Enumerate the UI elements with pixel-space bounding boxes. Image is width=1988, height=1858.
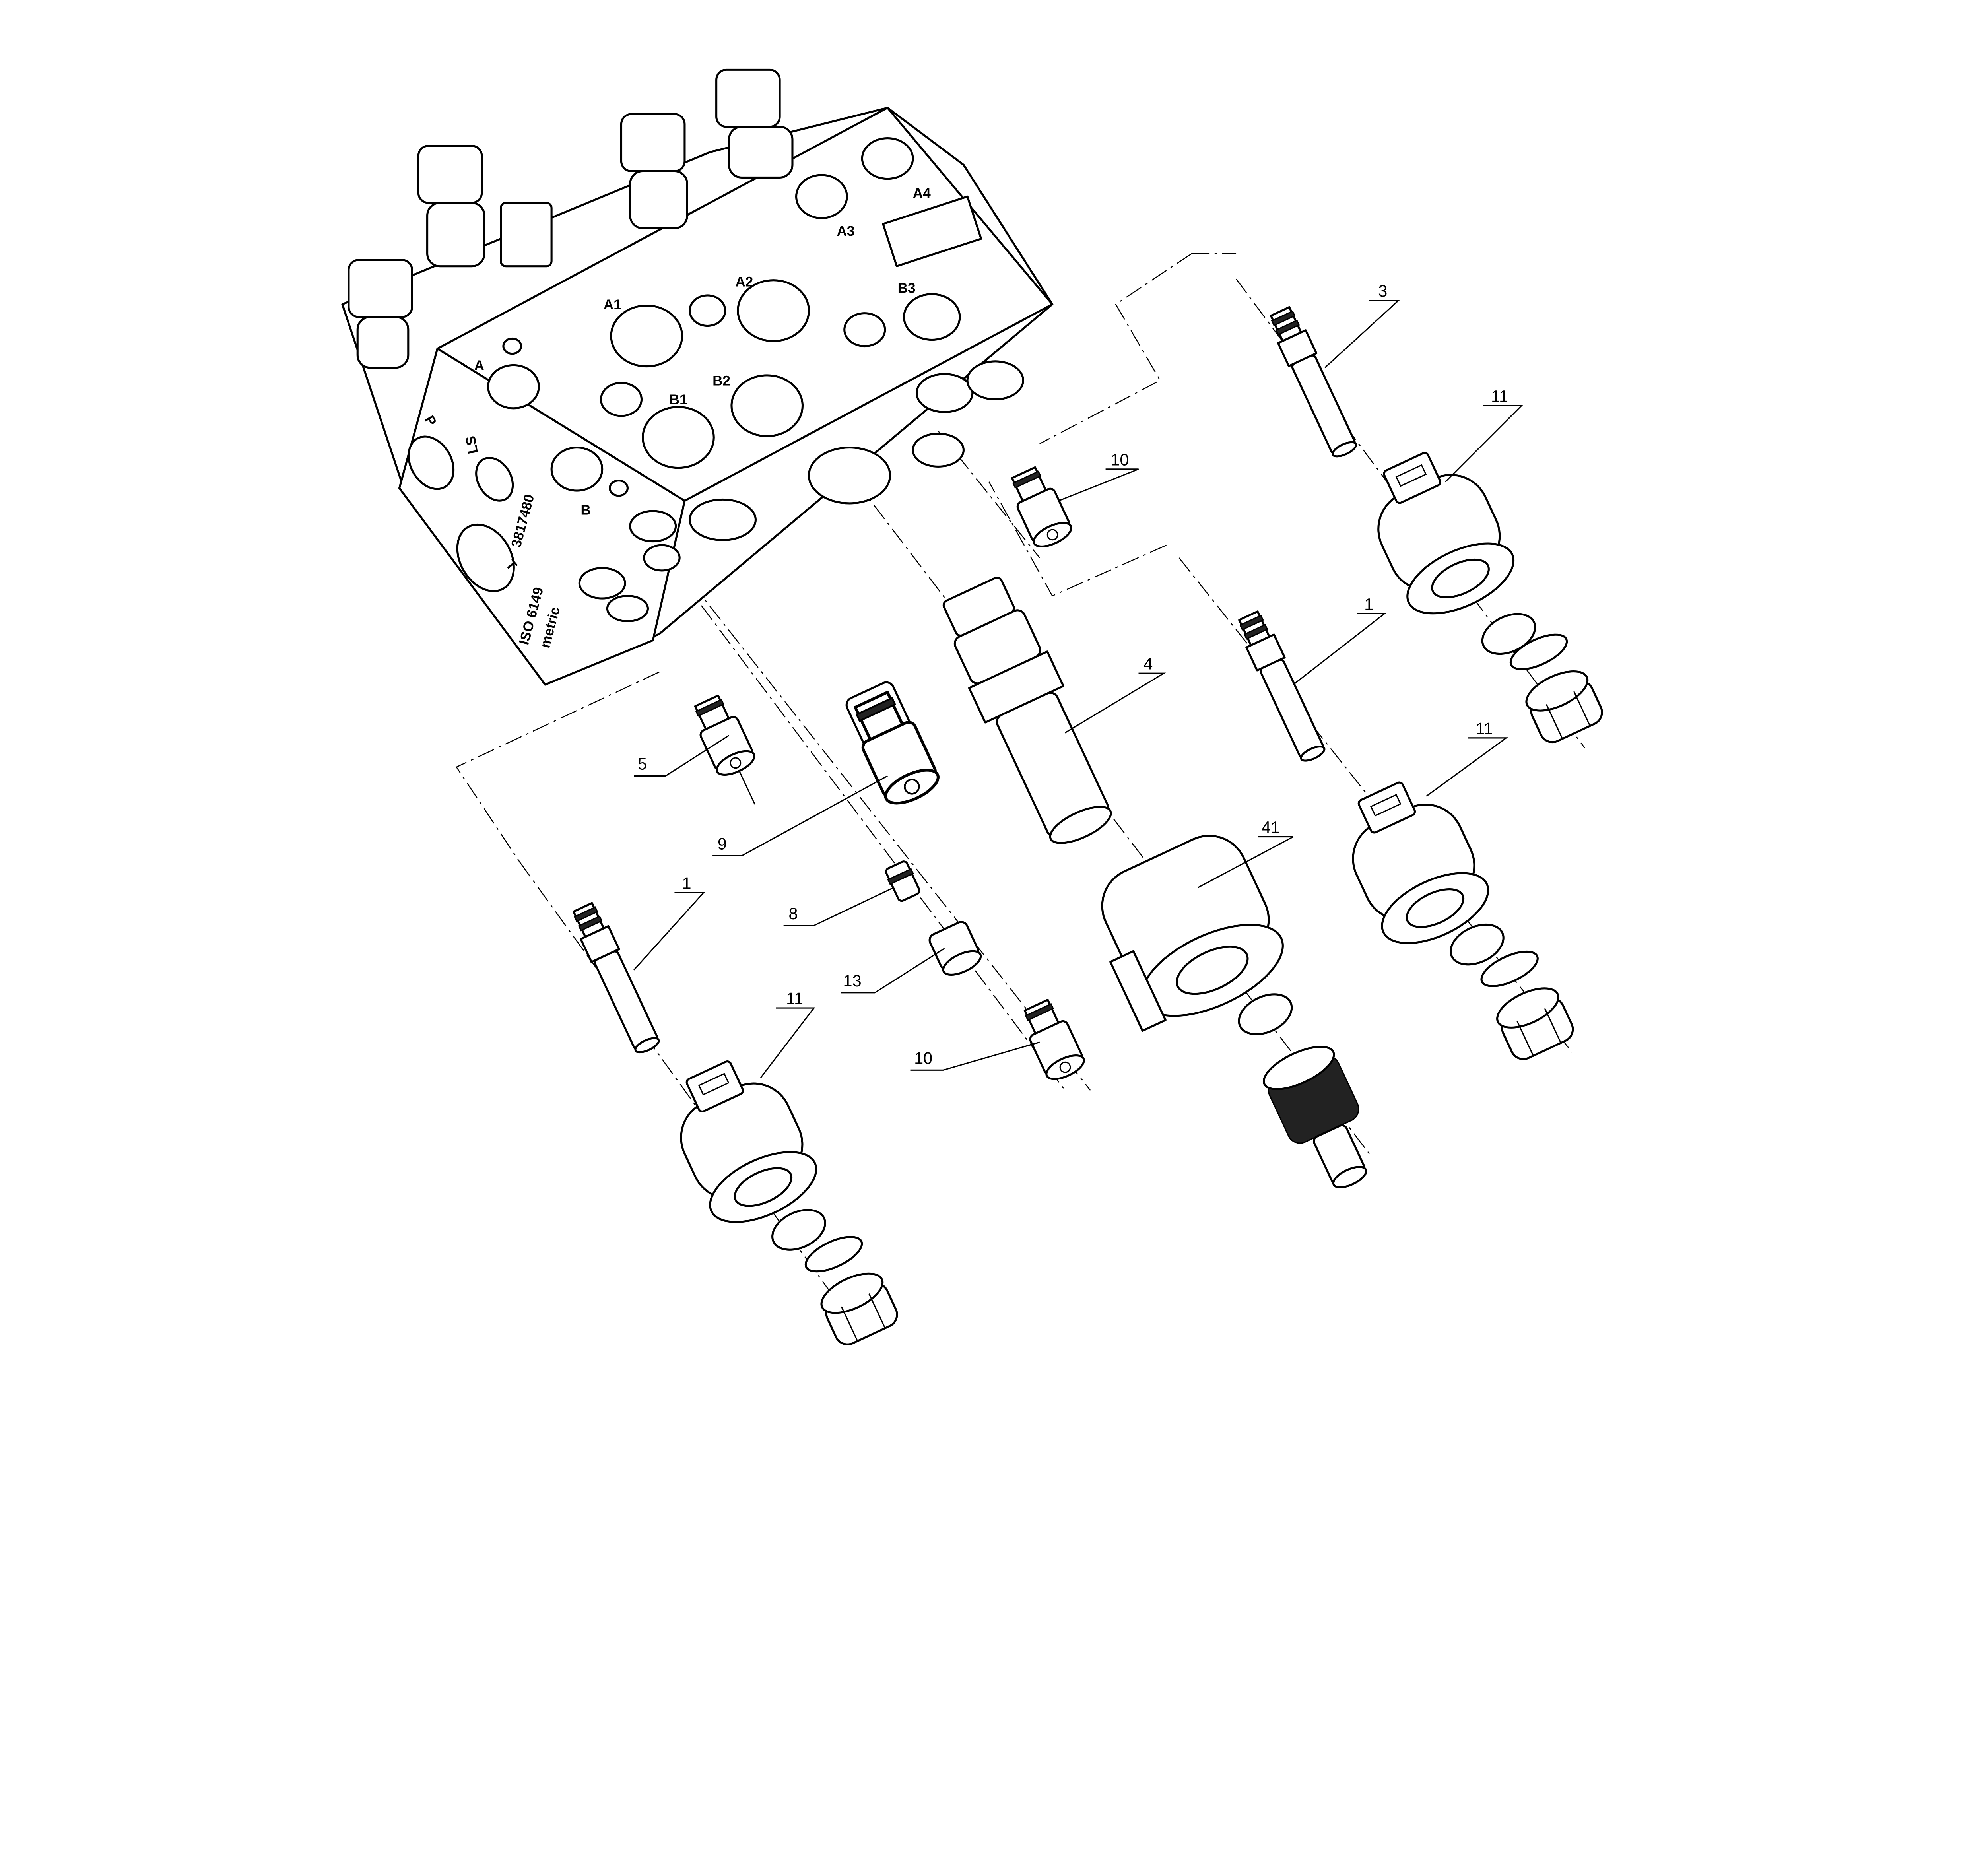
coil-nut xyxy=(1474,944,1577,1063)
coil-nut xyxy=(798,1229,901,1348)
check-valve-10 xyxy=(1005,464,1075,551)
callout-13: 13 xyxy=(843,971,862,990)
solenoid-coil-11 xyxy=(1354,437,1524,628)
pressure-valve-5 xyxy=(688,692,773,805)
callout-1: 1 xyxy=(682,874,691,892)
port-label-a2: A2 xyxy=(735,274,753,290)
port-label-a4: A4 xyxy=(913,185,931,201)
oring-seal xyxy=(1450,923,1505,966)
port-label-b3: B3 xyxy=(898,281,916,296)
callout-3: 3 xyxy=(1378,282,1387,300)
callout-4: 4 xyxy=(1143,654,1153,673)
callout-5: 5 xyxy=(638,755,647,773)
port-label-b: B xyxy=(580,503,590,518)
callout-10: 10 xyxy=(914,1048,932,1067)
port-label-a: A xyxy=(474,358,484,373)
oring-seal xyxy=(1238,993,1293,1035)
port-label-b1: B1 xyxy=(670,392,687,408)
check-valve-10 xyxy=(1018,997,1087,1084)
adjusting-knob xyxy=(1262,1046,1367,1188)
callout-9: 9 xyxy=(718,834,727,853)
callout-41: 41 xyxy=(1262,818,1280,837)
callouts: 3 11 10 1 4 11 5 9 41 1 8 13 11 10 xyxy=(633,282,1523,1078)
callout-1: 1 xyxy=(1364,595,1373,614)
port-label-a3: A3 xyxy=(837,223,855,239)
cartridge-valve-1 xyxy=(1235,609,1328,765)
callout-11: 11 xyxy=(1476,719,1493,738)
proportional-valve-4 xyxy=(942,577,1112,844)
callout-10: 10 xyxy=(1110,450,1129,469)
oring-seal xyxy=(1481,613,1536,655)
solenoid-coil-11 xyxy=(657,1046,827,1237)
oring-seal xyxy=(771,1209,826,1251)
cartridge-valve-3 xyxy=(1266,305,1360,460)
callout-8: 8 xyxy=(788,904,798,923)
solenoid-coil-41 xyxy=(1101,835,1284,1032)
callout-11: 11 xyxy=(1491,387,1508,406)
port-label-a1: A1 xyxy=(604,297,621,313)
valve-manifold-block: A A1 A2 A3 A4 B B1 B2 B3 P LS T 3817480 … xyxy=(341,68,1054,686)
port-label-ls: LS xyxy=(463,435,481,455)
valve-9 xyxy=(841,681,943,810)
orifice-8 xyxy=(885,860,920,902)
cartridge-valve-1 xyxy=(569,901,663,1056)
port-label-b2: B2 xyxy=(712,373,730,388)
exploded-valve-diagram: A A1 A2 A3 A4 B B1 B2 B3 P LS T 3817480 … xyxy=(341,68,1988,1402)
callout-11: 11 xyxy=(786,989,803,1008)
